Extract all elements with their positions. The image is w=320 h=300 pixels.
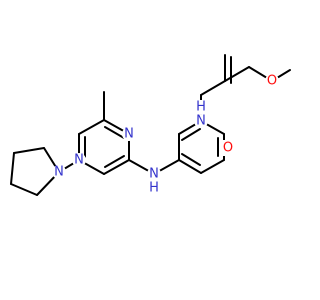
bond [104,126,125,139]
bond [181,153,201,166]
atom-label: N [124,127,134,142]
bond [10,183,38,196]
bond [104,155,125,168]
atom-nh-amide: N H [194,100,208,129]
atom-n-pyrrolidine: N [52,165,66,180]
bond [224,66,250,82]
molecule-structure-diagram: N N N N H N H O O [10,54,291,196]
atom-label: N [74,153,84,168]
pyrimidine-ring [58,119,130,175]
atom-o-methoxy: O [265,74,279,89]
bond [178,159,202,174]
atom-label: N [149,167,159,182]
bond [78,119,105,135]
atom-n-pyrimidine-1: N [72,153,86,168]
atom-n-pyrimidine-2: N [122,127,136,142]
atom-label: H [196,100,206,115]
bond [10,152,15,185]
atom-o-carbonyl: O [220,140,236,156]
bond [103,159,130,175]
pyrrolidine-ring [10,147,60,196]
bond [13,147,45,154]
benzene-ring [178,120,225,174]
bond [200,159,225,174]
bond [181,128,201,141]
bond [200,80,226,96]
atom-label: N [54,165,64,180]
atom-label: H [149,181,159,196]
atom-label: N [196,114,206,129]
atom-label: O [267,74,277,89]
atom-nh-anilino: N H [147,167,161,196]
atom-label: O [223,141,233,156]
